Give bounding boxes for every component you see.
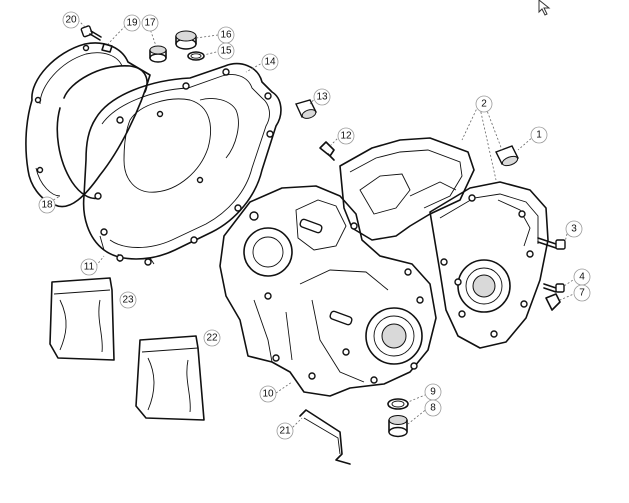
callout-8: 8 [424,399,442,417]
svg-text:18: 18 [41,200,53,211]
callout-21: 21 [276,422,294,440]
bolt [543,283,565,293]
clutch-cover [82,62,282,266]
washer [387,398,409,410]
callout-20: 20 [62,11,80,29]
elbow-fitting [319,141,335,161]
bushing [295,99,317,119]
callout-12: 12 [337,127,355,145]
callout-14: 14 [261,53,279,71]
svg-text:4: 4 [579,272,585,283]
callout-2: 2 [475,95,493,113]
svg-text:17: 17 [144,18,156,29]
plug-with-o-ring [175,30,197,50]
wire-clip [299,409,351,465]
o-ring [187,51,205,61]
cover-gasket [25,42,151,208]
callout-10: 10 [259,385,277,403]
callout-19: 19 [123,14,141,32]
svg-text:11: 11 [84,262,95,273]
drain-plug [388,415,408,438]
elbow-fitting [545,293,561,311]
leader-lines [49,19,577,431]
svg-text:13: 13 [316,92,328,103]
svg-text:7: 7 [579,288,585,299]
clip [101,43,113,53]
callout-1: 1 [530,126,548,144]
callout-16: 16 [217,26,235,44]
callout-23: 23 [119,291,137,309]
svg-text:23: 23 [122,295,134,306]
svg-text:15: 15 [220,46,232,57]
svg-text:8: 8 [430,403,436,414]
svg-text:3: 3 [571,224,577,235]
crankcase-assembly [219,185,437,397]
plug [149,45,167,63]
dowel [495,145,519,167]
svg-text:2: 2 [481,99,487,110]
callout-13: 13 [313,88,331,106]
svg-text:12: 12 [340,131,352,142]
callout-17: 17 [141,14,159,32]
svg-text:21: 21 [279,426,291,437]
callout-7: 7 [573,284,591,302]
svg-text:14: 14 [264,57,276,68]
crankcase-halves [339,137,549,349]
bolt [80,25,102,41]
callout-11: 11 [80,258,98,276]
svg-text:22: 22 [206,333,218,344]
callout-18: 18 [38,196,56,214]
svg-text:20: 20 [65,15,77,26]
bolt [537,237,566,250]
callout-3: 3 [565,220,583,238]
sealant-pouch [49,277,115,361]
seal-ring [56,65,148,200]
callout-22: 22 [203,329,221,347]
callout-4: 4 [573,268,591,286]
callout-15: 15 [217,42,235,60]
svg-text:19: 19 [126,18,138,29]
svg-text:10: 10 [262,389,274,400]
arrow-cursor-icon [538,0,551,16]
svg-text:9: 9 [430,387,436,398]
svg-text:1: 1 [536,130,542,141]
svg-text:16: 16 [220,30,232,41]
callout-9: 9 [424,383,442,401]
sealant-pouch [135,335,205,421]
